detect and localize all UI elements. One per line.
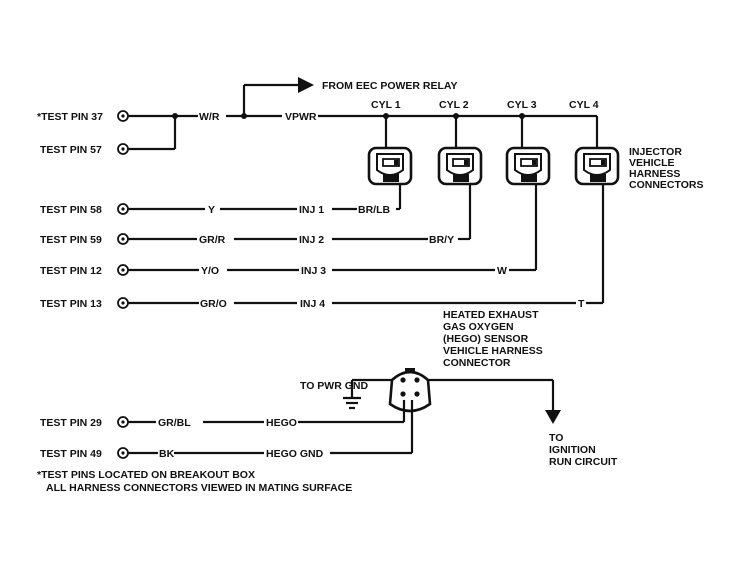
wire-label-inj4: INJ 4 xyxy=(300,298,325,310)
wire-label-t: T xyxy=(578,298,585,310)
wire-label-inj2: INJ 2 xyxy=(299,234,324,246)
wire-label-hego-gnd: HEGO GND xyxy=(266,448,324,460)
injector-label-line-1: INJECTOR xyxy=(629,146,682,158)
wire-label-bry: BR/Y xyxy=(429,234,454,246)
hego-label-line-3: (HEGO) SENSOR xyxy=(443,333,529,345)
test-pin-29-label: TEST PIN 29 xyxy=(40,417,102,429)
hego-label-line-2: GAS OXYGEN xyxy=(443,321,514,333)
arrow-down-icon xyxy=(545,410,561,424)
ignition-label-line-1: TO xyxy=(549,432,563,444)
wire-label-inj3: INJ 3 xyxy=(301,265,326,277)
test-pin-37-label: *TEST PIN 37 xyxy=(37,111,103,123)
terminal-icon xyxy=(117,297,129,309)
wire-label-vpwr: VPWR xyxy=(285,111,317,123)
hego-section xyxy=(128,368,561,455)
pwr-gnd-label: TO PWR GND xyxy=(300,380,368,392)
hego-label-line-4: VEHICLE HARNESS xyxy=(443,345,543,357)
terminal-icon xyxy=(117,264,129,276)
terminal-icon xyxy=(117,233,129,245)
terminal-icon xyxy=(117,416,129,428)
wire-label-hego: HEGO xyxy=(266,417,297,429)
arrow-right-icon xyxy=(298,77,314,93)
injector-label-line-2: VEHICLE xyxy=(629,157,675,169)
test-pin-12-label: TEST PIN 12 xyxy=(40,265,102,277)
terminal-icon xyxy=(117,110,129,122)
test-pin-terminals xyxy=(117,110,129,459)
wire-label-brlb: BR/LB xyxy=(358,204,390,216)
junction-dot xyxy=(172,113,178,119)
ground-icon xyxy=(343,396,361,410)
wire-label-grbl: GR/BL xyxy=(158,417,191,429)
test-pin-59-label: TEST PIN 59 xyxy=(40,234,102,246)
injector-label-line-3: HARNESS xyxy=(629,168,680,180)
injector-connector-cyl2 xyxy=(437,146,483,186)
wire-label-y: Y xyxy=(208,204,215,216)
test-pin-57-label: TEST PIN 57 xyxy=(40,144,102,156)
wire-label-bk: BK xyxy=(159,448,175,460)
cyl-1-label: CYL 1 xyxy=(371,99,401,111)
junction-dot xyxy=(241,113,247,119)
cyl-2-label: CYL 2 xyxy=(439,99,469,111)
footnote-line-1: *TEST PINS LOCATED ON BREAKOUT BOX xyxy=(37,469,255,481)
wire-label-wr: W/R xyxy=(199,111,220,123)
cyl-3-label: CYL 3 xyxy=(507,99,537,111)
terminal-icon xyxy=(117,203,129,215)
injector-label-line-4: CONNECTORS xyxy=(629,179,703,191)
wire-label-w: W xyxy=(497,265,507,277)
terminal-icon xyxy=(117,447,129,459)
hego-label-line-5: CONNECTOR xyxy=(443,357,511,369)
terminal-icon xyxy=(117,143,129,155)
wire-label-gro: GR/O xyxy=(200,298,227,310)
test-pin-13-label: TEST PIN 13 xyxy=(40,298,102,310)
test-pin-58-label: TEST PIN 58 xyxy=(40,204,102,216)
wire-label-grr: GR/R xyxy=(199,234,226,246)
ignition-label-line-2: IGNITION xyxy=(549,444,596,456)
hego-connector xyxy=(388,368,432,413)
hego-label-line-1: HEATED EXHAUST xyxy=(443,309,539,321)
injector-wires xyxy=(128,178,605,305)
from-eec-label: FROM EEC POWER RELAY xyxy=(322,80,458,92)
injector-connector-cyl1 xyxy=(367,146,413,186)
injector-connector-cyl3 xyxy=(505,146,551,186)
wire-label-inj1: INJ 1 xyxy=(299,204,324,216)
cyl-4-label: CYL 4 xyxy=(569,99,599,111)
injector-connector-cyl4 xyxy=(574,146,620,186)
test-pin-49-label: TEST PIN 49 xyxy=(40,448,102,460)
footnote-line-2: ALL HARNESS CONNECTORS VIEWED IN MATING … xyxy=(46,482,352,494)
wire-label-yo: Y/O xyxy=(201,265,219,277)
ignition-label-line-3: RUN CIRCUIT xyxy=(549,456,618,468)
